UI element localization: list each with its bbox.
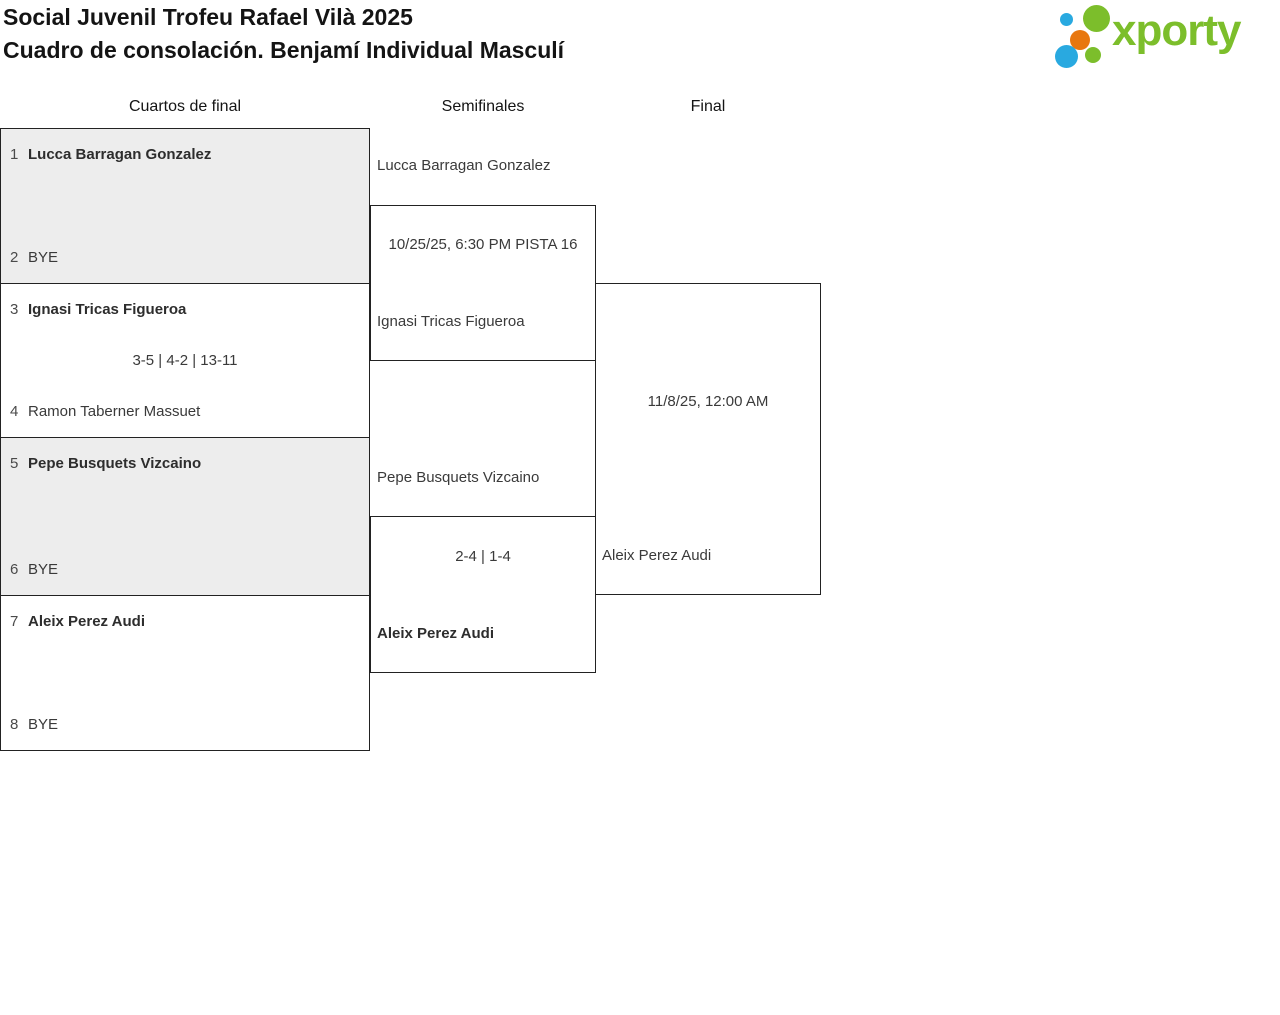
sf2-bottom-player: Aleix Perez Audi bbox=[377, 625, 494, 642]
qf1-top-slot: 1 Lucca Barragan Gonzalez bbox=[10, 147, 363, 163]
final-bottom-player: Aleix Perez Audi bbox=[602, 547, 712, 564]
round-header-semifinals: Semifinales bbox=[441, 98, 525, 115]
logo-dot-orange-icon bbox=[1070, 30, 1090, 50]
round-header-final: Final bbox=[690, 98, 726, 115]
qf-match-1[interactable]: 1 Lucca Barragan Gonzalez 2 BYE bbox=[0, 128, 370, 284]
seed-number: 4 bbox=[10, 403, 19, 420]
xporty-logo[interactable]: xporty bbox=[1048, 0, 1272, 68]
qf2-bottom-slot: 4 Ramon Taberner Massuet bbox=[10, 404, 363, 420]
sf-match-2[interactable]: 2-4 | 1-4 bbox=[370, 516, 596, 673]
player-name: Pepe Busquets Vizcaino bbox=[28, 455, 202, 472]
match-score: 2-4 | 1-4 bbox=[455, 548, 511, 565]
logo-dot-blue-large-icon bbox=[1055, 45, 1078, 68]
logo-dot-blue-small-icon bbox=[1060, 13, 1073, 26]
qf4-top-slot: 7 Aleix Perez Audi bbox=[10, 614, 363, 630]
seed-number: 3 bbox=[10, 301, 19, 318]
player-name: Ignasi Tricas Figueroa bbox=[28, 301, 187, 318]
qf-match-4[interactable]: 7 Aleix Perez Audi 8 BYE bbox=[0, 595, 370, 751]
sf2-top-player: Pepe Busquets Vizcaino bbox=[377, 469, 540, 486]
seed-number: 7 bbox=[10, 613, 19, 630]
logo-wordmark: xporty bbox=[1112, 6, 1241, 55]
player-name: Aleix Perez Audi bbox=[28, 613, 145, 630]
tournament-title: Social Juvenil Trofeu Rafael Vilà 2025 bbox=[3, 4, 413, 30]
qf2-top-slot: 3 Ignasi Tricas Figueroa bbox=[10, 302, 363, 318]
qf3-top-slot: 5 Pepe Busquets Vizcaino bbox=[10, 456, 363, 472]
player-name: Ramon Taberner Massuet bbox=[28, 403, 201, 420]
player-name: BYE bbox=[28, 249, 59, 266]
match-schedule: 10/25/25, 6:30 PM PISTA 16 bbox=[388, 236, 578, 253]
player-name: BYE bbox=[28, 561, 59, 578]
logo-dot-green-small-icon bbox=[1085, 47, 1101, 63]
seed-number: 2 bbox=[10, 249, 19, 266]
sf-match-1[interactable]: 10/25/25, 6:30 PM PISTA 16 bbox=[370, 205, 596, 361]
sf1-bottom-player: Ignasi Tricas Figueroa bbox=[377, 313, 525, 330]
player-name: BYE bbox=[28, 716, 59, 733]
qf-match-2[interactable]: 3 Ignasi Tricas Figueroa 4 Ramon Taberne… bbox=[0, 283, 370, 438]
seed-number: 1 bbox=[10, 146, 19, 163]
sf1-top-player: Lucca Barragan Gonzalez bbox=[377, 157, 551, 174]
player-name: Lucca Barragan Gonzalez bbox=[28, 146, 212, 163]
match-score: 3-5 | 4-2 | 13-11 bbox=[132, 351, 238, 369]
seed-number: 8 bbox=[10, 716, 19, 733]
draw-subtitle: Cuadro de consolación. Benjamí Individua… bbox=[3, 37, 565, 63]
match-schedule: 11/8/25, 12:00 AM bbox=[647, 393, 769, 410]
final-match[interactable]: 11/8/25, 12:00 AM bbox=[595, 283, 821, 595]
qf1-bottom-slot: 2 BYE bbox=[10, 250, 363, 266]
qf-match-3[interactable]: 5 Pepe Busquets Vizcaino 6 BYE bbox=[0, 437, 370, 596]
qf3-bottom-slot: 6 BYE bbox=[10, 562, 363, 578]
logo-dot-green-large-icon bbox=[1083, 5, 1110, 32]
qf4-bottom-slot: 8 BYE bbox=[10, 717, 363, 733]
seed-number: 5 bbox=[10, 455, 19, 472]
seed-number: 6 bbox=[10, 561, 19, 578]
round-header-quarterfinals: Cuartos de final bbox=[128, 98, 242, 115]
